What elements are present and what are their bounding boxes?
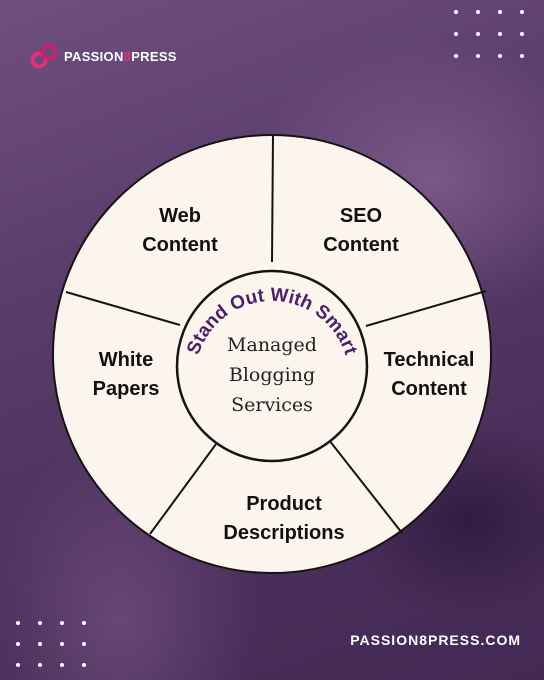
- dot: [520, 10, 524, 14]
- center-label: Managed Blogging Services: [227, 334, 317, 416]
- segment-dividers: [65, 134, 487, 535]
- dot: [16, 621, 20, 625]
- divider-top: [271, 134, 274, 263]
- dot: [454, 32, 458, 36]
- dot: [38, 663, 42, 667]
- inner-circle: [175, 269, 369, 463]
- infinity-8-logo-icon: [30, 43, 58, 69]
- divider-left: [65, 291, 181, 326]
- dot: [520, 32, 524, 36]
- dot: [82, 621, 86, 625]
- dot: [60, 663, 64, 667]
- website-url[interactable]: PASSION8PRESS.COM: [350, 632, 521, 648]
- dot: [498, 10, 502, 14]
- dot: [16, 663, 20, 667]
- dot: [476, 10, 480, 14]
- dot: [454, 10, 458, 14]
- dot: [82, 663, 86, 667]
- dot: [454, 54, 458, 58]
- dot: [476, 54, 480, 58]
- dot: [38, 642, 42, 646]
- dot: [38, 621, 42, 625]
- dot: [520, 54, 524, 58]
- brand-logo[interactable]: PASSION8PRESS: [30, 42, 177, 70]
- divider-right: [365, 290, 487, 327]
- dot: [60, 642, 64, 646]
- dot: [60, 621, 64, 625]
- dot: [16, 642, 20, 646]
- dot: [498, 54, 502, 58]
- divider-bottom-left: [149, 439, 220, 535]
- dot: [476, 32, 480, 36]
- divider-bottom-right: [328, 439, 403, 534]
- brand-name: PASSION8PRESS: [64, 48, 177, 64]
- dot: [498, 32, 502, 36]
- dot: [82, 642, 86, 646]
